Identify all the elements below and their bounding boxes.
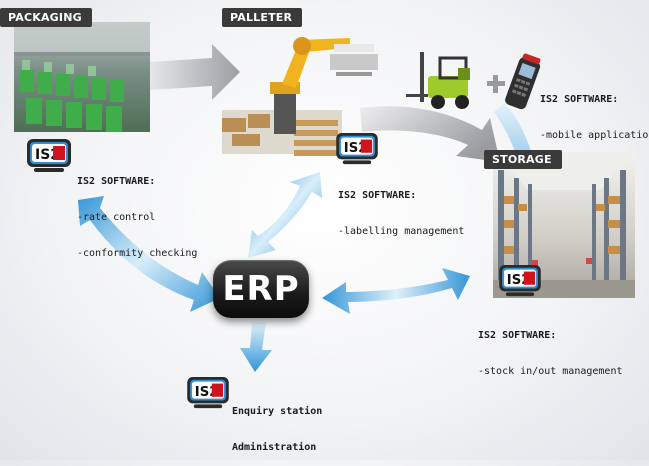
mobile-feature: -mobile application	[540, 130, 649, 141]
is2-monitor-icon: IS2	[499, 264, 541, 297]
packaging-feature: -rate control	[77, 212, 156, 223]
plus-icon	[487, 75, 505, 93]
palleter-software-label: IS2 SOFTWARE:	[338, 190, 417, 201]
is2-monitor-icon: IS2	[27, 139, 71, 172]
flow-arrow-palleter-to-storage	[360, 106, 500, 162]
flow-arrow-packaging-to-palleter	[150, 44, 240, 100]
mobile-description: IS2 SOFTWARE: -mobile application	[540, 70, 649, 154]
storage-software-label: IS2 SOFTWARE:	[478, 330, 557, 341]
palleter-title: PALLETER	[222, 8, 303, 27]
is2-monitor-icon: IS2	[187, 376, 229, 409]
storage-title: STORAGE	[484, 150, 562, 169]
palleter-feature: -labelling management	[338, 226, 465, 237]
sync-arrow-packaging-erp	[78, 196, 220, 312]
packaging-photo	[14, 22, 150, 132]
flow-arrow-erp-to-enquiry	[240, 322, 272, 372]
sync-arrow-palleter-erp	[248, 172, 322, 258]
enquiry-line: Administration	[232, 442, 317, 453]
enquiry-line: Enquiry station	[232, 406, 323, 417]
packaging-feature: -conformity checking	[77, 248, 198, 259]
palleter-description: IS2 SOFTWARE: -labelling management	[338, 166, 464, 250]
palleter-robot-illustration	[222, 37, 378, 156]
is2-monitor-icon: IS2	[336, 132, 378, 165]
handheld-scanner-icon	[505, 53, 541, 110]
storage-feature: -stock in/out management	[478, 366, 623, 377]
packaging-title: PACKAGING	[0, 8, 92, 27]
mobile-software-label: IS2 SOFTWARE:	[540, 94, 619, 105]
enquiry-description: Enquiry station Administration	[232, 382, 322, 466]
packaging-description: IS2 SOFTWARE: -rate control -conformity …	[77, 152, 197, 272]
packaging-software-label: IS2 SOFTWARE:	[77, 176, 156, 187]
storage-description: IS2 SOFTWARE: -stock in/out management	[478, 306, 623, 390]
sync-arrow-storage-erp	[322, 268, 470, 314]
forklift-icon	[406, 52, 470, 109]
erp-node: ERP	[213, 260, 309, 318]
